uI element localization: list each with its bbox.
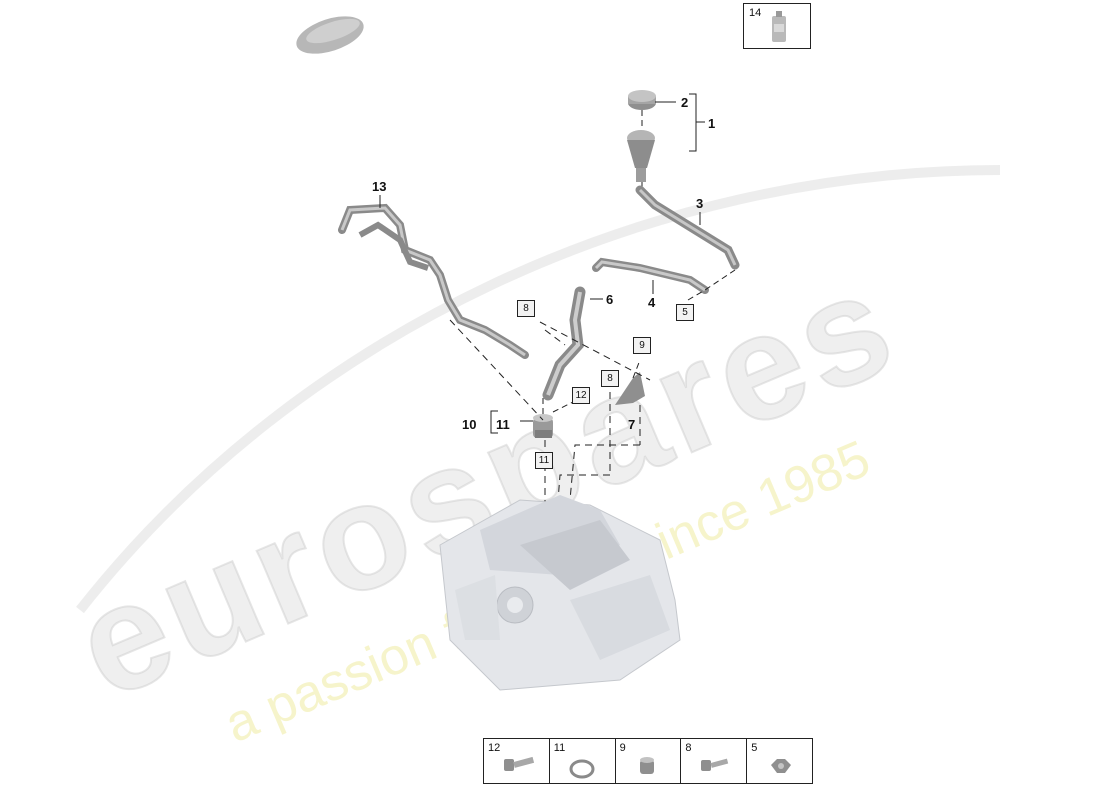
part-14-number: 14 [749, 7, 762, 19]
filler-cap-part [628, 90, 656, 110]
legend-cell-12: 12 [484, 739, 550, 783]
legend-number: 12 [488, 742, 501, 754]
callout-1: 1 [708, 116, 716, 131]
callout-7: 7 [628, 417, 636, 432]
callout-4: 4 [648, 295, 656, 310]
boxed-ref-11: 11 [535, 452, 553, 469]
legend-number: 11 [553, 742, 566, 754]
watermark-swoosh [76, 165, 1001, 614]
callout-10: 10 [462, 417, 477, 432]
callout-2: 2 [681, 95, 689, 110]
fitting-10-part [533, 414, 553, 438]
legend-number: 5 [751, 742, 758, 754]
legend-number: 9 [619, 742, 626, 754]
hose-4-part [592, 257, 709, 294]
bolt-icon [701, 758, 729, 771]
legend-cell-8: 8 [681, 739, 748, 783]
boxed-ref-12: 12 [572, 387, 590, 404]
callout-11: 11 [496, 417, 510, 432]
seal-ring-icon [569, 759, 595, 779]
part-14-box: 14 [743, 3, 811, 49]
callout-3: 3 [696, 196, 704, 211]
plug-icon [639, 757, 654, 774]
engine-block-part [439, 495, 681, 691]
small-parts-legend: 12 11 9 8 5 [483, 738, 813, 784]
bracket-7-part [615, 359, 645, 405]
boxed-ref-8: 8 [517, 300, 535, 317]
callout-6: 6 [606, 292, 614, 307]
car-silhouette-icon [296, 16, 364, 54]
legend-number: 8 [685, 742, 692, 754]
oil-bottle-icon [772, 11, 786, 42]
legend-cell-11: 11 [550, 739, 616, 783]
bolt-icon [504, 756, 535, 771]
boxed-ref-5: 5 [676, 304, 694, 321]
boxed-ref-8: 8 [601, 370, 619, 387]
boxed-ref-9: 9 [633, 337, 651, 354]
callout-13: 13 [372, 179, 387, 194]
filler-neck-part [627, 130, 655, 182]
nut-icon [771, 759, 792, 773]
legend-cell-9: 9 [616, 739, 682, 783]
legend-cell-5: 5 [747, 739, 812, 783]
